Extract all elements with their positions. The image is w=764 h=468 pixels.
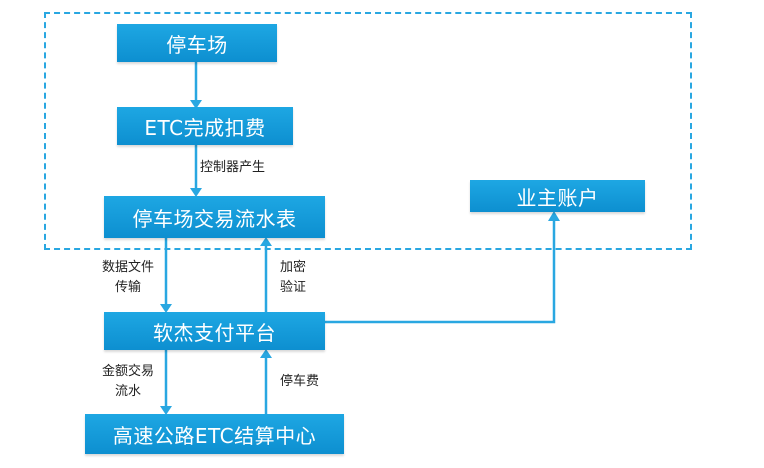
- node-transaction-journal: 停车场交易流水表: [104, 196, 325, 238]
- arrowhead-center: [160, 406, 172, 415]
- edge-label-encrypt: 加密 验证: [276, 258, 310, 298]
- edge-label-amount-line1: 金额交易: [101, 364, 154, 379]
- edge-label-encrypt-line1: 加密: [279, 260, 306, 275]
- arrowhead-journal: [190, 188, 202, 197]
- arrowhead-platform-down: [160, 304, 172, 313]
- arrow-platform-to-owner: [325, 215, 556, 324]
- node-ruanjie-platform: 软杰支付平台: [104, 312, 325, 350]
- edge-label-data-file: 数据文件 传输: [96, 258, 160, 298]
- edge-label-controller: 控制器产生: [200, 160, 266, 175]
- node-parking-lot: 停车场: [117, 24, 277, 62]
- edge-label-amount: 金额交易 流水: [96, 362, 160, 402]
- arrowhead-platform-up: [260, 349, 272, 358]
- node-owner-account: 业主账户: [470, 180, 645, 212]
- node-etc-deduction: ETC完成扣费: [117, 107, 293, 145]
- parking-system-boundary: [44, 12, 692, 250]
- edge-label-parking-fee: 停车费: [280, 374, 320, 389]
- edge-label-encrypt-line2: 验证: [279, 280, 306, 295]
- arrowhead-etc: [190, 100, 202, 109]
- arrowhead-owner: [548, 211, 560, 221]
- edge-label-data-file-line1: 数据文件: [101, 260, 154, 275]
- edge-label-amount-line2: 流水: [114, 384, 141, 399]
- edge-label-data-file-line2: 传输: [114, 280, 141, 295]
- arrowhead-journal-up: [260, 237, 272, 246]
- node-highway-etc-center: 高速公路ETC结算中心: [85, 414, 344, 454]
